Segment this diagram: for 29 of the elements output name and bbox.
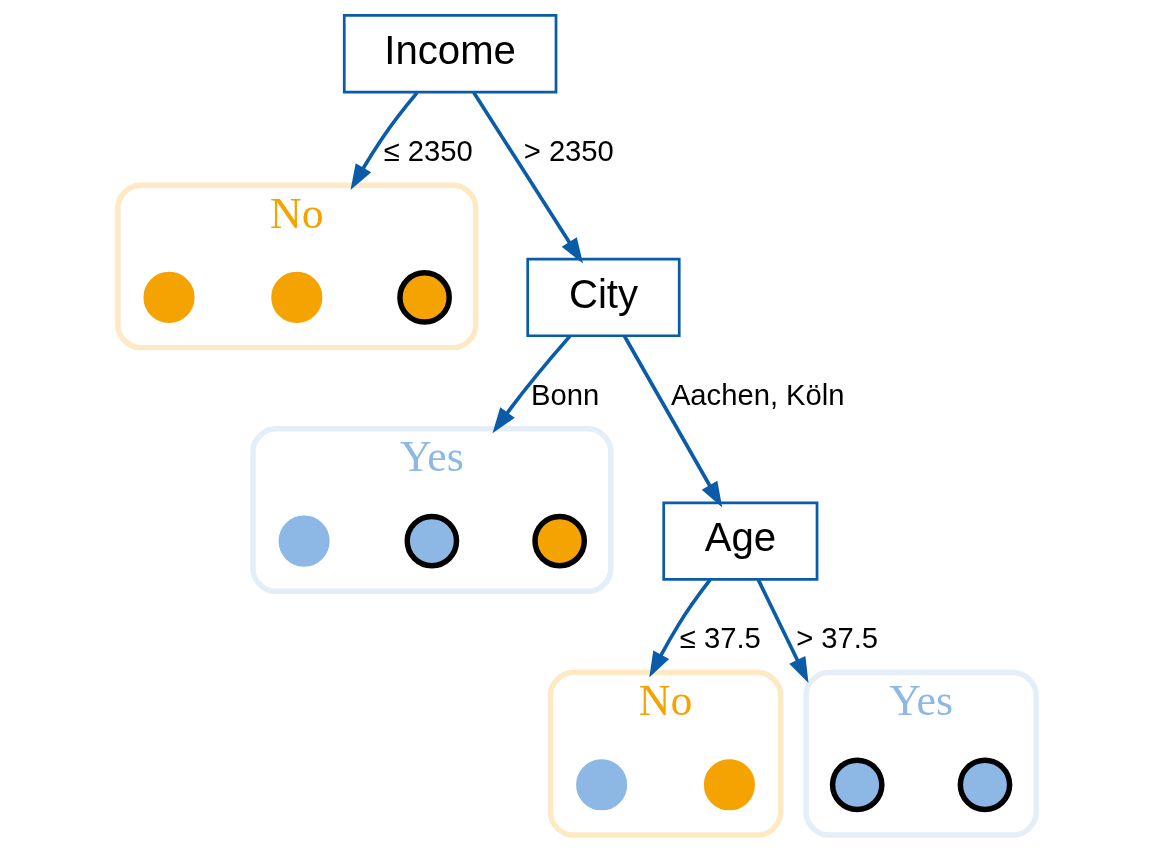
node-circle bbox=[531, 513, 587, 569]
node-circle bbox=[278, 515, 330, 567]
cluster: Yes bbox=[249, 426, 613, 595]
cluster: Yes bbox=[802, 669, 1039, 838]
cluster: No bbox=[547, 669, 783, 838]
edge-label: Bonn bbox=[530, 378, 599, 411]
node-box: City bbox=[525, 257, 681, 338]
node-circle bbox=[396, 270, 452, 325]
node-box: Income bbox=[342, 14, 557, 94]
edge-label: > 37.5 bbox=[795, 622, 878, 655]
edge-label: ≤ 2350 bbox=[383, 135, 473, 168]
arrow bbox=[622, 335, 722, 508]
node-box: Age bbox=[661, 501, 818, 581]
edge-label: Aachen, Köln bbox=[670, 378, 845, 411]
node-circle bbox=[703, 759, 755, 811]
node-circle bbox=[829, 757, 885, 813]
arrow bbox=[471, 91, 583, 264]
arrow bbox=[648, 578, 712, 678]
edge-label: ≤ 37.5 bbox=[679, 622, 761, 655]
arrow bbox=[756, 579, 808, 683]
edge-label: > 2350 bbox=[523, 135, 614, 168]
node-circle bbox=[404, 513, 459, 569]
arrow bbox=[492, 334, 572, 434]
node-circle bbox=[575, 759, 627, 811]
node-circle bbox=[270, 271, 322, 323]
arrow bbox=[350, 91, 418, 190]
cluster: No bbox=[114, 182, 478, 351]
node-circle bbox=[142, 271, 195, 323]
node-circle bbox=[957, 757, 1012, 813]
